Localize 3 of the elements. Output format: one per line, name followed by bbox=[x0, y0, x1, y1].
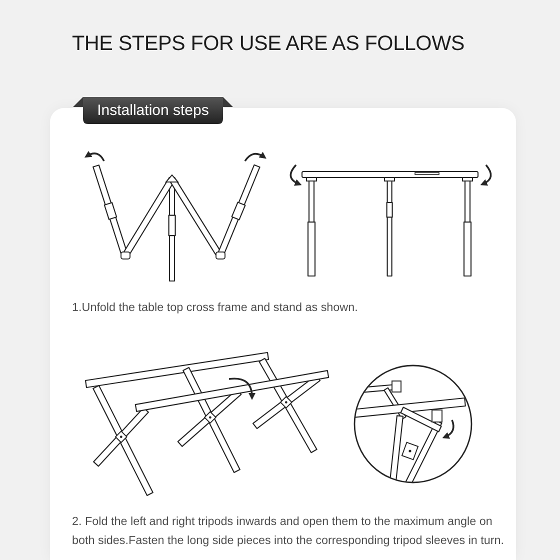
step-instruction: 1.Unfold the table top cross frame and stand as shown. bbox=[72, 300, 359, 316]
step-instruction: 2. Fold the left and right tripods inwards and open them to the maximum angle on both sides.Fasten the long side pieces into the corresponding tripod sleeves in turn. bbox=[72, 514, 506, 549]
page-title: THE STEPS FOR USE ARE AS FOLLOWS bbox=[72, 32, 464, 56]
